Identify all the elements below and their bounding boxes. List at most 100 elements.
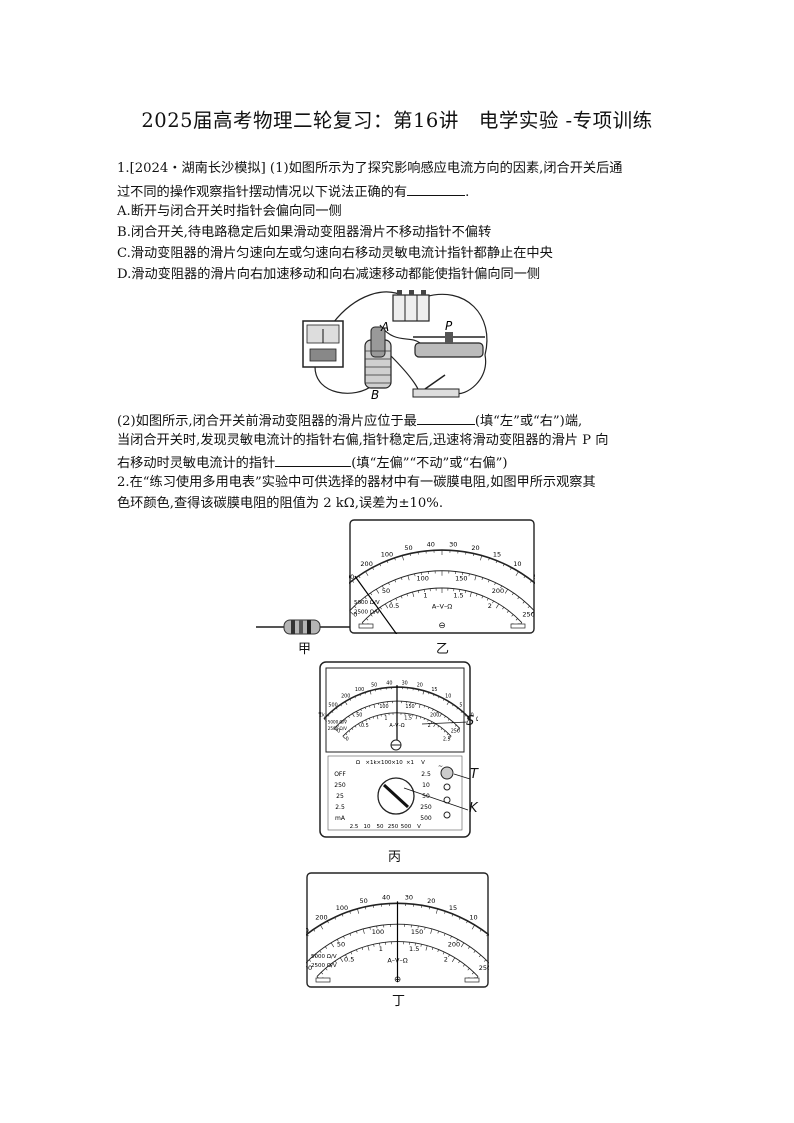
dial-label-bottom: 250 bbox=[388, 824, 399, 830]
volt-tick-label: 50 bbox=[382, 587, 390, 595]
ohm-tick-label: 40 bbox=[382, 894, 390, 902]
spec-label-1: 5000 Ω/V bbox=[354, 600, 380, 606]
scale-tick bbox=[442, 951, 445, 955]
scale-tick bbox=[354, 696, 356, 699]
scale-tick bbox=[320, 972, 324, 975]
scale-tick bbox=[414, 573, 416, 577]
answer-blank-1[interactable] bbox=[407, 181, 466, 196]
page-title: 2025届高考物理二轮复习：第16讲 电学实验 -专项训练 bbox=[141, 109, 653, 132]
scale-tick bbox=[471, 972, 475, 975]
scale-tick bbox=[325, 946, 327, 949]
volt-tick-label: 150 bbox=[405, 704, 414, 710]
q1-text-cont: 过不同的操作观察指针摆动情况以下说法正确的有 bbox=[117, 185, 408, 200]
scale-tick bbox=[478, 954, 481, 958]
scale-tick bbox=[364, 596, 367, 600]
avo-label: A–V–Ω bbox=[432, 603, 452, 611]
scale-tick bbox=[444, 715, 446, 718]
coil-assembly bbox=[364, 326, 392, 389]
scale-tick bbox=[373, 704, 376, 708]
scale-tick bbox=[422, 690, 425, 695]
dial-label-right: 500 bbox=[420, 815, 432, 822]
scale-tick bbox=[359, 694, 361, 697]
scale-tick bbox=[471, 924, 475, 930]
dial-label-right: 10 bbox=[422, 782, 430, 789]
battery bbox=[392, 290, 430, 322]
scale-tick bbox=[336, 939, 339, 942]
scale-tick bbox=[456, 728, 460, 732]
scale-tick bbox=[443, 933, 446, 936]
ohm-tick-label: 100 bbox=[355, 687, 364, 693]
q1-line-1: 1.[2024・湖南长沙模拟] (1)如图所示为了探究影响感应电流方向的因素,闭… bbox=[117, 159, 623, 179]
scale-tick bbox=[349, 698, 351, 701]
scale-tick bbox=[354, 725, 357, 728]
scale-tick bbox=[460, 942, 465, 948]
scale-tick bbox=[331, 711, 334, 713]
dial-label-bottom: V bbox=[417, 824, 421, 830]
scale-tick bbox=[430, 928, 433, 934]
scale-tick bbox=[325, 968, 328, 971]
scale-tick bbox=[452, 704, 454, 707]
scale-tick bbox=[447, 718, 450, 721]
scale-tick bbox=[420, 944, 422, 947]
volt-tick-label: 250 bbox=[451, 728, 460, 734]
ohm-tick-label: 5 bbox=[459, 702, 462, 708]
scale-tick bbox=[466, 920, 468, 924]
dial-label-left: 2.5 bbox=[335, 804, 345, 811]
scale-tick bbox=[435, 908, 438, 914]
scale-tick bbox=[415, 715, 418, 720]
q1-part2-hint-3: (填“左偏”“不动”或“右偏”) bbox=[351, 456, 508, 471]
scale-tick bbox=[479, 929, 482, 932]
ohm-tick-label: 40 bbox=[386, 680, 392, 686]
answer-blank-3[interactable] bbox=[275, 452, 352, 467]
scale-tick bbox=[372, 716, 375, 719]
scale-tick bbox=[345, 733, 348, 736]
spec-label-2: 2500 Ω/V bbox=[328, 726, 347, 731]
scale-tick bbox=[367, 945, 370, 951]
scale-tick bbox=[474, 575, 477, 581]
scale-tick bbox=[418, 704, 421, 708]
label-b: B bbox=[371, 388, 379, 402]
scale-tick bbox=[444, 911, 446, 914]
volt-tick-label: 1.5 bbox=[404, 716, 412, 722]
volt-tick-label: 1.5 bbox=[409, 945, 419, 953]
label-p: P bbox=[445, 319, 453, 333]
scale-tick bbox=[354, 605, 357, 609]
scale-tick bbox=[365, 571, 369, 576]
q2-line-1: 2.在“练习使用多用电表”实验中可供选择的器材中有一碳膜电阻,如图甲所示观察其 bbox=[117, 475, 596, 490]
dial-label-left: 25 bbox=[336, 793, 344, 800]
dial-label-left: OFF bbox=[334, 771, 346, 778]
scale-tick bbox=[448, 954, 450, 958]
dial-label-top: V bbox=[421, 760, 425, 766]
scale-tick bbox=[334, 917, 336, 920]
scale-tick bbox=[345, 954, 347, 958]
scale-tick bbox=[323, 718, 327, 722]
scale-tick bbox=[517, 596, 520, 600]
scale-tick bbox=[530, 580, 533, 583]
caption-yi: 乙 bbox=[436, 642, 450, 657]
volt-tick-label: 100 bbox=[379, 704, 388, 710]
dial-label-bottom: 50 bbox=[377, 824, 384, 830]
dial-label-left: 250 bbox=[334, 782, 346, 789]
scale-tick bbox=[341, 913, 344, 917]
ohm-tick-label: 200 bbox=[360, 560, 372, 568]
scale-tick bbox=[361, 721, 364, 724]
ohm-tick-label: 5 bbox=[534, 573, 535, 581]
q1-part2-text-3: 右移动时灵敏电流计的指针 bbox=[117, 456, 276, 471]
scale-tick bbox=[349, 610, 354, 615]
option-d: D.滑动变阻器的滑片向右加速移动和向右减速移动都能使指针偏向同一侧 bbox=[117, 267, 541, 282]
q1-part2-text: (2)如图所示,闭合开关前滑动变阻器的滑片应位于最 bbox=[117, 414, 417, 429]
scale-tick bbox=[379, 606, 382, 610]
volt-tick-label: 0 bbox=[337, 728, 340, 734]
scale-tick bbox=[348, 730, 351, 733]
label-a: A bbox=[380, 320, 389, 334]
answer-blank-2[interactable] bbox=[416, 410, 475, 425]
option-b: B.闭合开关,待电路稳定后如果滑动变阻器滑片不移动指针不偏转 bbox=[117, 225, 492, 240]
galvanometer bbox=[302, 320, 344, 368]
dial-label-top: ×10 bbox=[391, 760, 403, 766]
scale-tick bbox=[459, 917, 461, 920]
volt-tick-label: 200 bbox=[492, 587, 504, 595]
scale-tick bbox=[433, 694, 435, 697]
ohm-tick-label: 50 bbox=[404, 544, 412, 552]
scale-tick bbox=[386, 560, 389, 564]
